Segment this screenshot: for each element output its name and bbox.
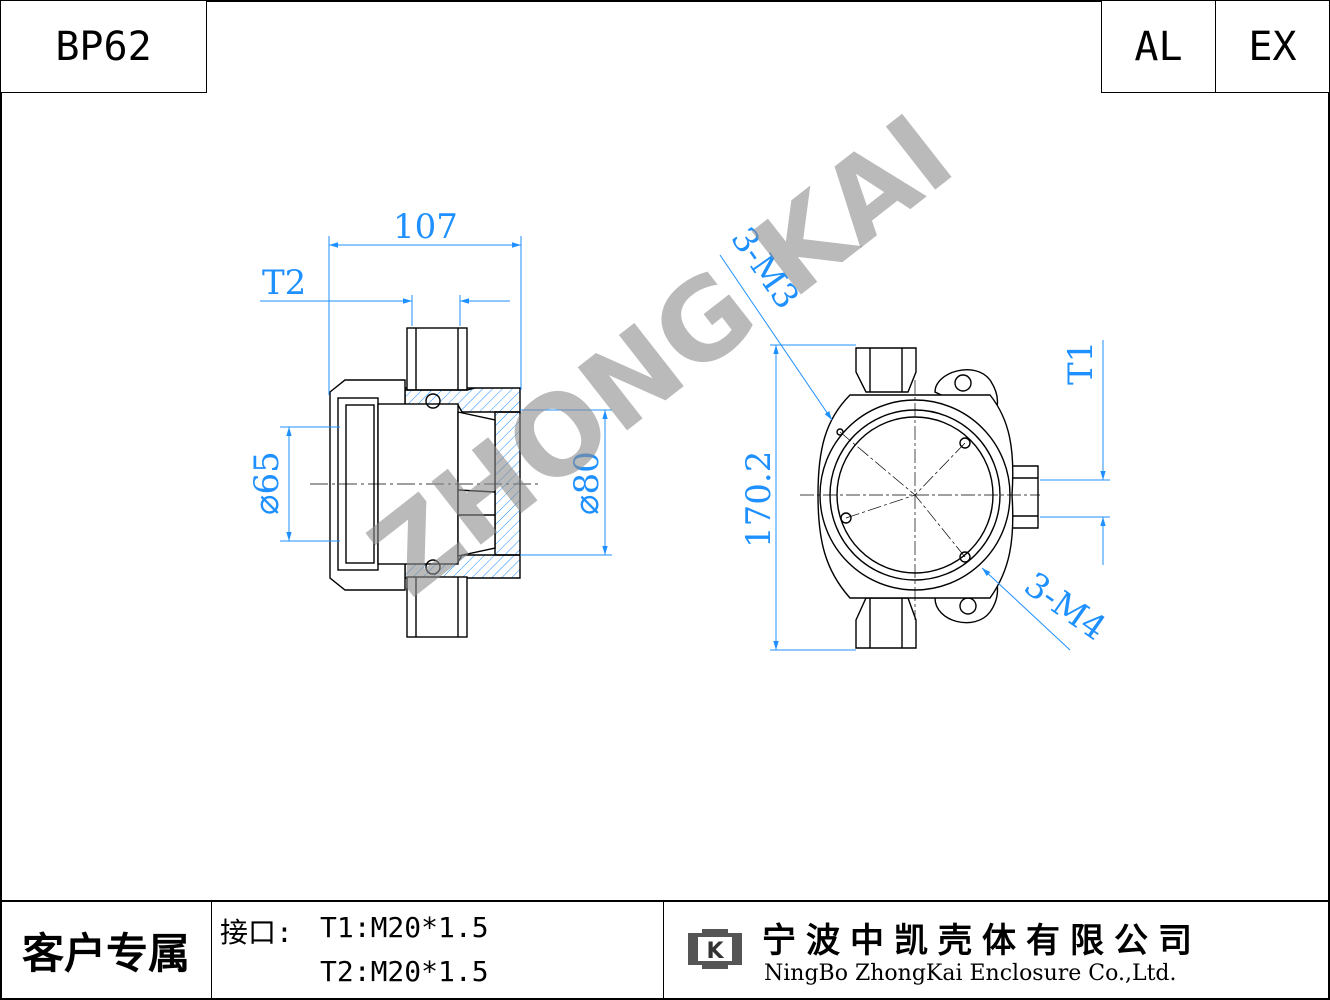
dim-t1-label: T1 — [1061, 341, 1101, 385]
front-view — [800, 347, 1040, 649]
company-name-cn: 宁波中凯壳体有限公司 — [762, 921, 1202, 961]
dim-d65-label: ⌀65 — [247, 451, 287, 515]
side-view-dimensions — [260, 236, 612, 556]
dim-t2-label: T2 — [262, 263, 306, 303]
company-logo: K — [682, 925, 748, 973]
front-right-port — [1009, 465, 1039, 529]
port-t1-spec: T1:M20*1.5 — [320, 911, 489, 944]
bottom-port — [406, 576, 468, 638]
ports-label: 接口: — [220, 916, 293, 949]
front-view-dimensions — [719, 254, 1110, 651]
customer-cell: 客户专属 — [0, 900, 212, 1000]
company-name-en: NingBo ZhongKai Enclosure Co.,Ltd. — [764, 961, 1177, 986]
material-code: AL — [1134, 23, 1183, 70]
front-top-port — [855, 347, 917, 393]
customer-label: 客户专属 — [21, 928, 190, 978]
dim-m4-label: 3-M4 — [1017, 565, 1113, 649]
ports-cell: 接口: T1:M20*1.5 T2:M20*1.5 — [211, 900, 664, 1000]
port-t2-spec: T2:M20*1.5 — [320, 955, 489, 988]
logo-letter: K — [706, 939, 724, 964]
front-body-outline — [817, 394, 1014, 599]
material-cell: AL — [1101, 0, 1216, 93]
dim-d80-label: ⌀80 — [567, 451, 607, 515]
front-bottom-port — [855, 597, 917, 649]
dim-width-label: 107 — [393, 207, 458, 247]
company-cell: K 宁波中凯壳体有限公司 NingBo ZhongKai Enclosure C… — [663, 900, 1330, 1000]
model-code-cell: BP62 — [0, 0, 207, 93]
rating-code: EX — [1248, 23, 1297, 70]
rating-cell: EX — [1215, 0, 1330, 93]
model-code: BP62 — [55, 23, 152, 70]
side-view — [310, 327, 540, 638]
dim-height-label: 170.2 — [739, 451, 779, 548]
